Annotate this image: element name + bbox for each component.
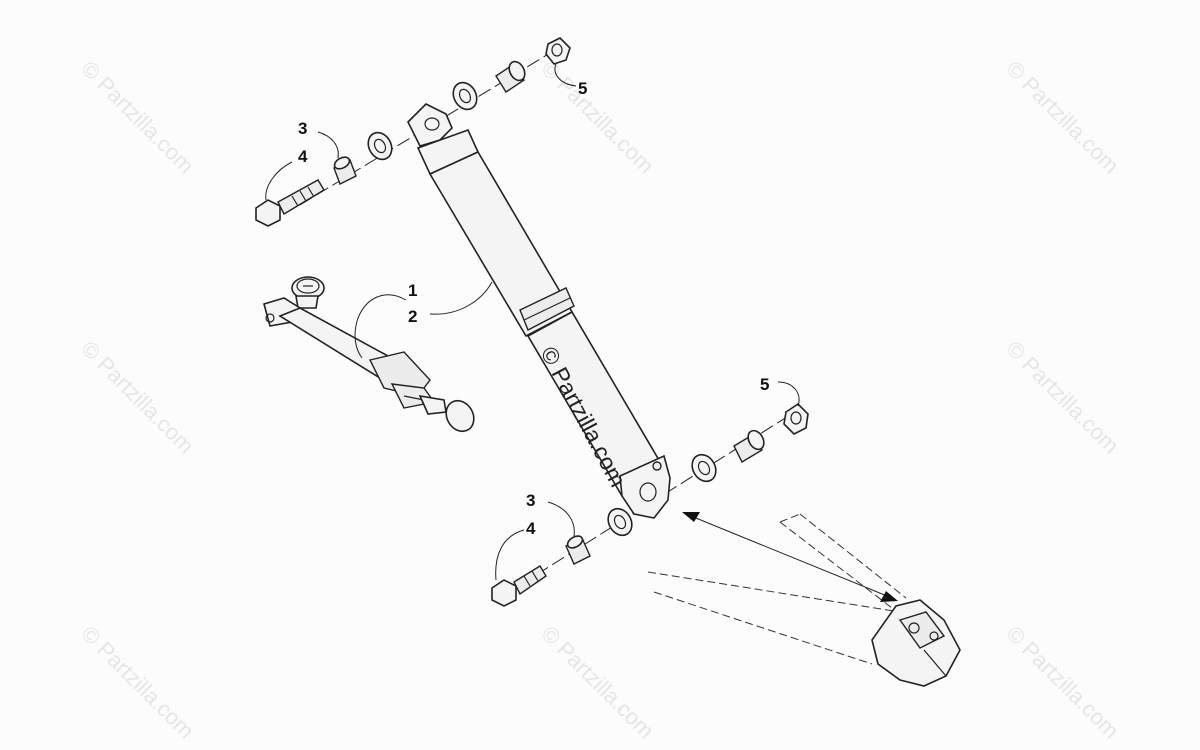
right-nut	[783, 402, 809, 435]
watermark-bl: © Partzilla.com	[76, 621, 199, 744]
watermark-tr: © Partzilla.com	[1001, 56, 1124, 179]
leader-5-top	[554, 63, 577, 87]
callout-3-bottom: 3	[526, 491, 535, 510]
watermark-tl: © Partzilla.com	[76, 56, 199, 179]
leader-lines	[265, 63, 800, 581]
right-washer	[691, 453, 717, 483]
leader-1-2	[354, 294, 407, 359]
callout-4-top: 4	[298, 147, 308, 166]
top-bushing	[333, 156, 357, 185]
watermark-mr: © Partzilla.com	[1001, 336, 1124, 459]
bottom-bolt	[491, 565, 547, 607]
callout-4-bottom: 4	[526, 519, 536, 538]
right-sleeve	[733, 429, 765, 463]
watermark-bc: © Partzilla.com	[536, 621, 659, 744]
watermark-ml: © Partzilla.com	[76, 336, 199, 459]
shock-pump	[263, 276, 475, 433]
top-washer-right	[452, 81, 478, 111]
top-washer-left	[367, 131, 393, 161]
leader-5-right	[777, 381, 800, 407]
a-arm	[647, 513, 961, 687]
top-nut	[545, 37, 571, 65]
callout-5-top: 5	[578, 79, 587, 98]
top-sleeve-right	[495, 60, 526, 93]
bottom-bushing	[565, 535, 591, 565]
leader-3-4-bottom	[547, 501, 575, 537]
watermark-br: © Partzilla.com	[1001, 621, 1124, 744]
mounting-arrow	[682, 512, 898, 602]
callout-1: 1	[408, 281, 417, 300]
callout-2: 2	[408, 307, 417, 326]
shock-absorber	[407, 103, 671, 519]
top-bolt	[255, 179, 325, 227]
callout-3-top: 3	[298, 119, 307, 138]
watermark-tc: © Partzilla.com	[536, 56, 659, 179]
callout-5-right: 5	[760, 375, 769, 394]
leader-3-4-top	[317, 131, 339, 159]
bottom-washer-left	[607, 507, 633, 537]
